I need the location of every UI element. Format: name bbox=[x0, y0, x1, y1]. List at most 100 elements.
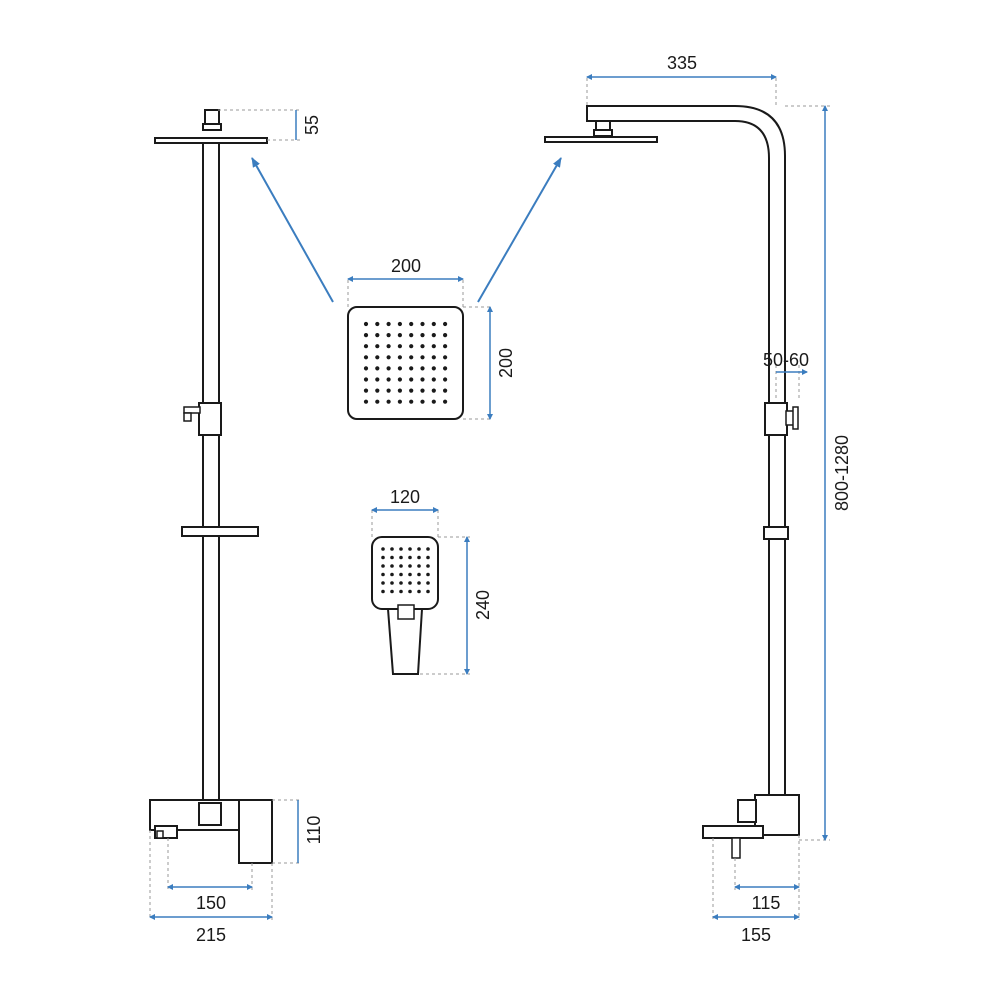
nozzle-dot bbox=[397, 333, 402, 338]
nozzle-dot bbox=[443, 399, 448, 404]
rain-head-detail: 200 200 bbox=[251, 157, 562, 420]
dim-label-150: 150 bbox=[196, 893, 226, 913]
hand-nozzle-dot bbox=[426, 581, 430, 585]
hand-nozzle-dot bbox=[408, 547, 412, 551]
hand-nozzle-dot bbox=[390, 572, 394, 577]
nozzle-dot bbox=[363, 388, 369, 393]
hand-nozzle-dot bbox=[426, 564, 430, 568]
hand-nozzle-dot bbox=[417, 564, 421, 568]
hand-nozzle-dot bbox=[399, 572, 403, 577]
front-head-connector-base bbox=[202, 123, 222, 131]
hand-shower-detail: 120 240 bbox=[371, 487, 493, 675]
hand-nozzle-dot bbox=[408, 581, 412, 585]
dim-label-115: 115 bbox=[752, 893, 781, 913]
nozzle-dot bbox=[363, 399, 369, 404]
nozzle-dot bbox=[443, 321, 448, 327]
front-holder-knob-tip bbox=[183, 412, 192, 422]
front-spout-tip bbox=[156, 830, 164, 839]
nozzle-dot bbox=[443, 366, 448, 371]
nozzle-dot bbox=[443, 377, 448, 382]
nozzle-dot bbox=[386, 355, 391, 360]
side-view: 335 800-1280 50-60 115 155 bbox=[544, 53, 852, 945]
hand-nozzle-dot bbox=[417, 555, 421, 560]
nozzle-dot bbox=[363, 366, 369, 371]
nozzle-dot bbox=[443, 344, 448, 349]
nozzle-dot bbox=[420, 366, 425, 371]
nozzle-dot bbox=[443, 388, 448, 393]
hand-nozzle-dot bbox=[390, 581, 394, 585]
front-riser-pipe bbox=[202, 142, 220, 804]
hand-nozzle-dot bbox=[426, 572, 430, 577]
nozzle-dot bbox=[420, 399, 425, 404]
nozzle-dot bbox=[409, 377, 414, 382]
nozzle-dot bbox=[397, 377, 402, 382]
nozzle-dot bbox=[431, 377, 436, 382]
nozzle-dot bbox=[375, 355, 380, 360]
dim-label-head-height: 200 bbox=[496, 348, 516, 378]
nozzle-dot bbox=[420, 355, 425, 360]
nozzle-dot bbox=[409, 344, 414, 349]
nozzle-dot bbox=[375, 377, 380, 382]
nozzle-dot bbox=[375, 399, 380, 404]
nozzle-dot bbox=[431, 321, 436, 327]
nozzle-dot bbox=[397, 321, 402, 327]
nozzle-dot bbox=[431, 355, 436, 360]
hand-nozzle-dot bbox=[417, 572, 421, 577]
hand-nozzle-dot bbox=[399, 581, 403, 585]
nozzle-dot bbox=[375, 333, 380, 338]
dim-label-215: 215 bbox=[196, 925, 226, 945]
nozzle-dot bbox=[397, 344, 402, 349]
nozzle-dot bbox=[375, 366, 380, 371]
nozzle-dot bbox=[386, 321, 391, 327]
nozzle-dot bbox=[386, 333, 391, 338]
hand-nozzle-dot bbox=[399, 555, 403, 560]
hand-nozzle-dot bbox=[426, 547, 430, 551]
nozzle-dot bbox=[409, 366, 414, 371]
nozzle-dot bbox=[431, 333, 436, 338]
hand-nozzle-dot bbox=[381, 555, 385, 560]
nozzle-dot bbox=[409, 388, 414, 393]
side-lever bbox=[731, 837, 741, 859]
hand-nozzle-dot bbox=[417, 547, 421, 551]
nozzle-dot bbox=[397, 399, 402, 404]
dim-label-800-1280: 800-1280 bbox=[832, 435, 852, 511]
hand-nozzle-dot bbox=[408, 564, 412, 568]
nozzle-dot bbox=[420, 321, 425, 327]
hand-nozzle-dot bbox=[399, 589, 403, 594]
side-spout bbox=[702, 825, 764, 839]
rain-head-nozzles bbox=[363, 321, 448, 404]
nozzle-dot bbox=[386, 344, 391, 349]
hand-nozzle-dot bbox=[390, 555, 394, 560]
nozzle-dot bbox=[420, 388, 425, 393]
hand-nozzle-dot bbox=[381, 581, 385, 585]
hand-shower-neck bbox=[397, 604, 415, 620]
nozzle-dot bbox=[386, 399, 391, 404]
nozzle-dot bbox=[409, 333, 414, 338]
nozzle-dot bbox=[431, 399, 436, 404]
nozzle-dot bbox=[397, 355, 402, 360]
nozzle-dot bbox=[409, 399, 414, 404]
nozzle-dot bbox=[409, 355, 414, 360]
side-arm-and-riser bbox=[586, 105, 786, 806]
hand-nozzle-dot bbox=[399, 564, 403, 568]
hand-nozzle-dot bbox=[408, 555, 412, 560]
hand-nozzle-dot bbox=[381, 572, 385, 577]
nozzle-dot bbox=[443, 355, 448, 360]
hand-nozzle-dot bbox=[408, 572, 412, 577]
nozzle-dot bbox=[431, 388, 436, 393]
nozzle-dot bbox=[363, 321, 369, 327]
nozzle-dot bbox=[363, 344, 369, 349]
front-view: 55 110 150 215 bbox=[149, 109, 324, 945]
front-shelf bbox=[181, 526, 259, 537]
hand-nozzle-dot bbox=[399, 547, 403, 551]
arrow-to-side-head bbox=[477, 157, 562, 303]
nozzle-dot bbox=[375, 388, 380, 393]
nozzle-dot bbox=[386, 377, 391, 382]
dim-label-50-60: 50-60 bbox=[763, 350, 809, 370]
hand-nozzle-dot bbox=[390, 564, 394, 568]
nozzle-dot bbox=[431, 366, 436, 371]
nozzle-dot bbox=[420, 377, 425, 382]
nozzle-dot bbox=[363, 333, 369, 338]
side-shelf-clamp bbox=[763, 526, 789, 540]
dim-label-110: 110 bbox=[304, 816, 324, 845]
